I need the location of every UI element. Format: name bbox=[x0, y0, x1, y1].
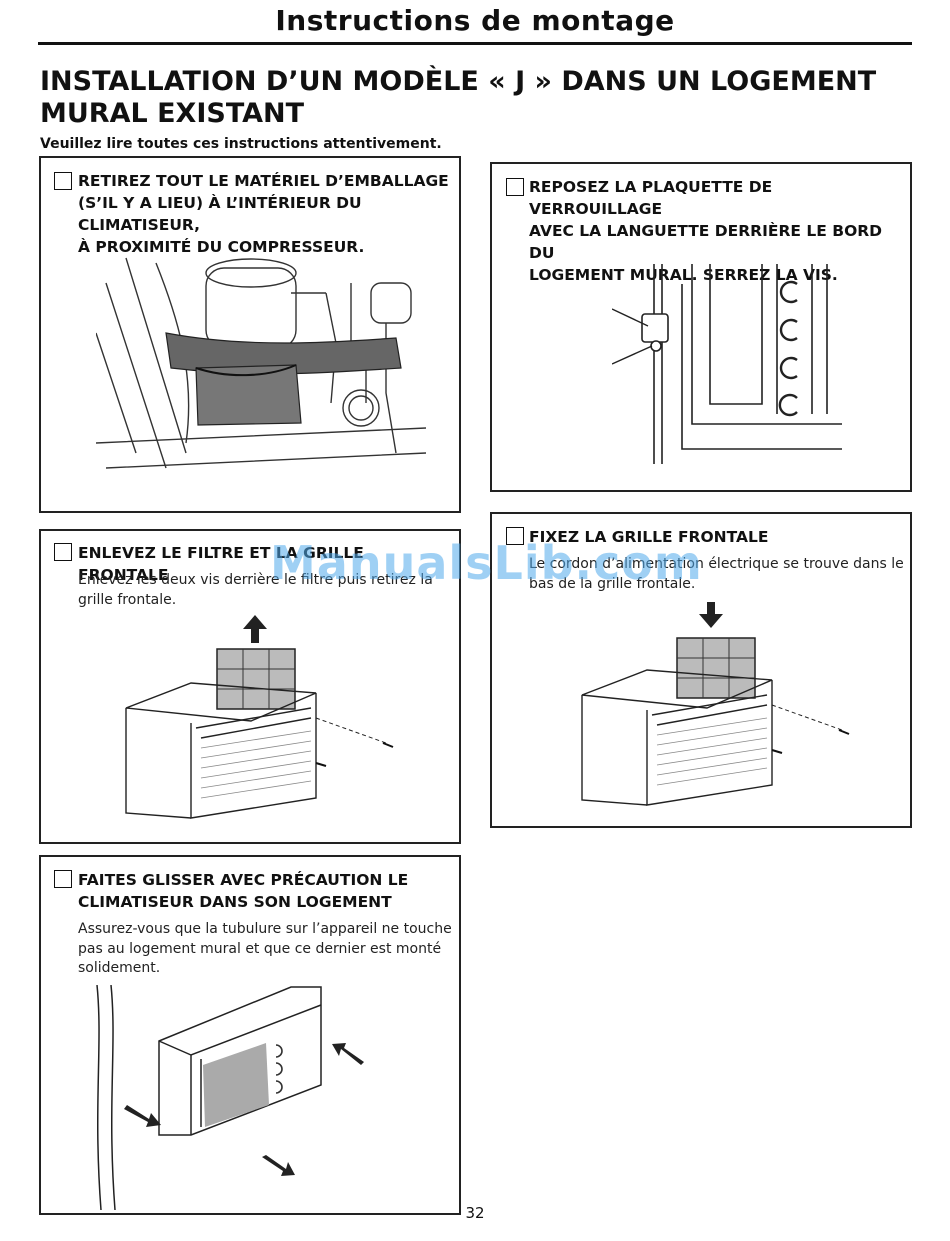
slide-unit-illustration bbox=[96, 985, 364, 1210]
step-title-line: (S’IL Y A LIEU) À L’INTÉRIEUR DU CLIMATI… bbox=[78, 194, 362, 234]
intro-text: Veuillez lire toutes ces instructions at… bbox=[40, 136, 442, 152]
step-title: FIXEZ LA GRILLE FRONTALE bbox=[529, 526, 909, 548]
step-text-line: Le cordon d’alimentation électrique se t… bbox=[529, 556, 904, 572]
step-title-line: ENLEVEZ LE FILTRE ET LA GRILLE FRONTALE bbox=[78, 544, 364, 584]
step-description: Assurez-vous que la tubulure sur l’appar… bbox=[78, 920, 458, 979]
page-number: 32 bbox=[465, 1204, 485, 1222]
step-title-line: À PROXIMITÉ DU COMPRESSEUR. bbox=[78, 238, 365, 256]
lock-plate-illustration bbox=[612, 264, 842, 464]
step-description: Enlevez les deux vis derrière le filtre … bbox=[78, 571, 458, 610]
step-title-line: FIXEZ LA GRILLE FRONTALE bbox=[529, 528, 769, 546]
step-checkbox[interactable] bbox=[54, 543, 72, 561]
step-title-line: AVEC LA LANGUETTE DERRIÈRE LE BORD DU bbox=[529, 222, 883, 262]
header-rule bbox=[38, 42, 912, 45]
step-title: FAITES GLISSER AVEC PRÉCAUTION LE CLIMAT… bbox=[78, 869, 458, 913]
step-title-line: LOGEMENT MURAL. SERREZ LA VIS. bbox=[529, 266, 838, 284]
step-text-line: grille frontale. bbox=[78, 591, 177, 608]
step-title-line: REPOSEZ LA PLAQUETTE DE VERROUILLAGE bbox=[529, 178, 773, 218]
step-checkbox[interactable] bbox=[54, 172, 72, 190]
section-title: INSTALLATION D’UN MODÈLE « J » DANS UN L… bbox=[40, 66, 920, 130]
step-title: ENLEVEZ LE FILTRE ET LA GRILLE FRONTALE bbox=[78, 542, 458, 586]
compressor-packing-illustration bbox=[96, 257, 426, 469]
step-description: Le cordon d’alimentation électrique se t… bbox=[529, 555, 909, 594]
step-text-line: Assurez-vous que la tubulure sur l’appar… bbox=[78, 921, 452, 937]
step-title-line: RETIREZ TOUT LE MATÉRIEL D’EMBALLAGE bbox=[78, 172, 449, 190]
step-box-slide-unit: FAITES GLISSER AVEC PRÉCAUTION LE CLIMAT… bbox=[39, 855, 461, 1215]
section-title-line-2: MURAL EXISTANT bbox=[40, 98, 305, 129]
step-title-line: CLIMATISEUR DANS SON LOGEMENT bbox=[78, 893, 392, 911]
step-checkbox[interactable] bbox=[506, 527, 524, 545]
step-text-line: pas au logement mural et que ce dernier … bbox=[78, 940, 442, 957]
step-title-line: FAITES GLISSER AVEC PRÉCAUTION LE bbox=[78, 871, 409, 889]
watermark: ManualsLib.com bbox=[270, 536, 703, 590]
step-checkbox[interactable] bbox=[506, 178, 524, 196]
step-text-line: Enlevez les deux vis derrière le filtre … bbox=[78, 572, 433, 588]
step-box-reinstall-lock-plate: REPOSEZ LA PLAQUETTE DE VERROUILLAGE AVE… bbox=[490, 162, 912, 492]
grille-attach-illustration bbox=[581, 602, 850, 806]
step-box-remove-filter-grille: ENLEVEZ LE FILTRE ET LA GRILLE FRONTALE … bbox=[39, 529, 461, 844]
filter-removal-illustration bbox=[125, 615, 394, 819]
step-checkbox[interactable] bbox=[54, 870, 72, 888]
step-text-line: bas de la grille frontale. bbox=[529, 575, 696, 592]
step-box-remove-packing: RETIREZ TOUT LE MATÉRIEL D’EMBALLAGE (S’… bbox=[39, 156, 461, 513]
step-text-line: solidement. bbox=[78, 960, 161, 976]
section-title-line-1: INSTALLATION D’UN MODÈLE « J » DANS UN L… bbox=[40, 66, 877, 97]
step-title: REPOSEZ LA PLAQUETTE DE VERROUILLAGE AVE… bbox=[529, 176, 909, 286]
step-box-attach-grille: FIXEZ LA GRILLE FRONTALE Le cordon d’ali… bbox=[490, 512, 912, 828]
page-header-title: Instructions de montage bbox=[275, 4, 675, 37]
step-title: RETIREZ TOUT LE MATÉRIEL D’EMBALLAGE (S’… bbox=[78, 170, 458, 258]
